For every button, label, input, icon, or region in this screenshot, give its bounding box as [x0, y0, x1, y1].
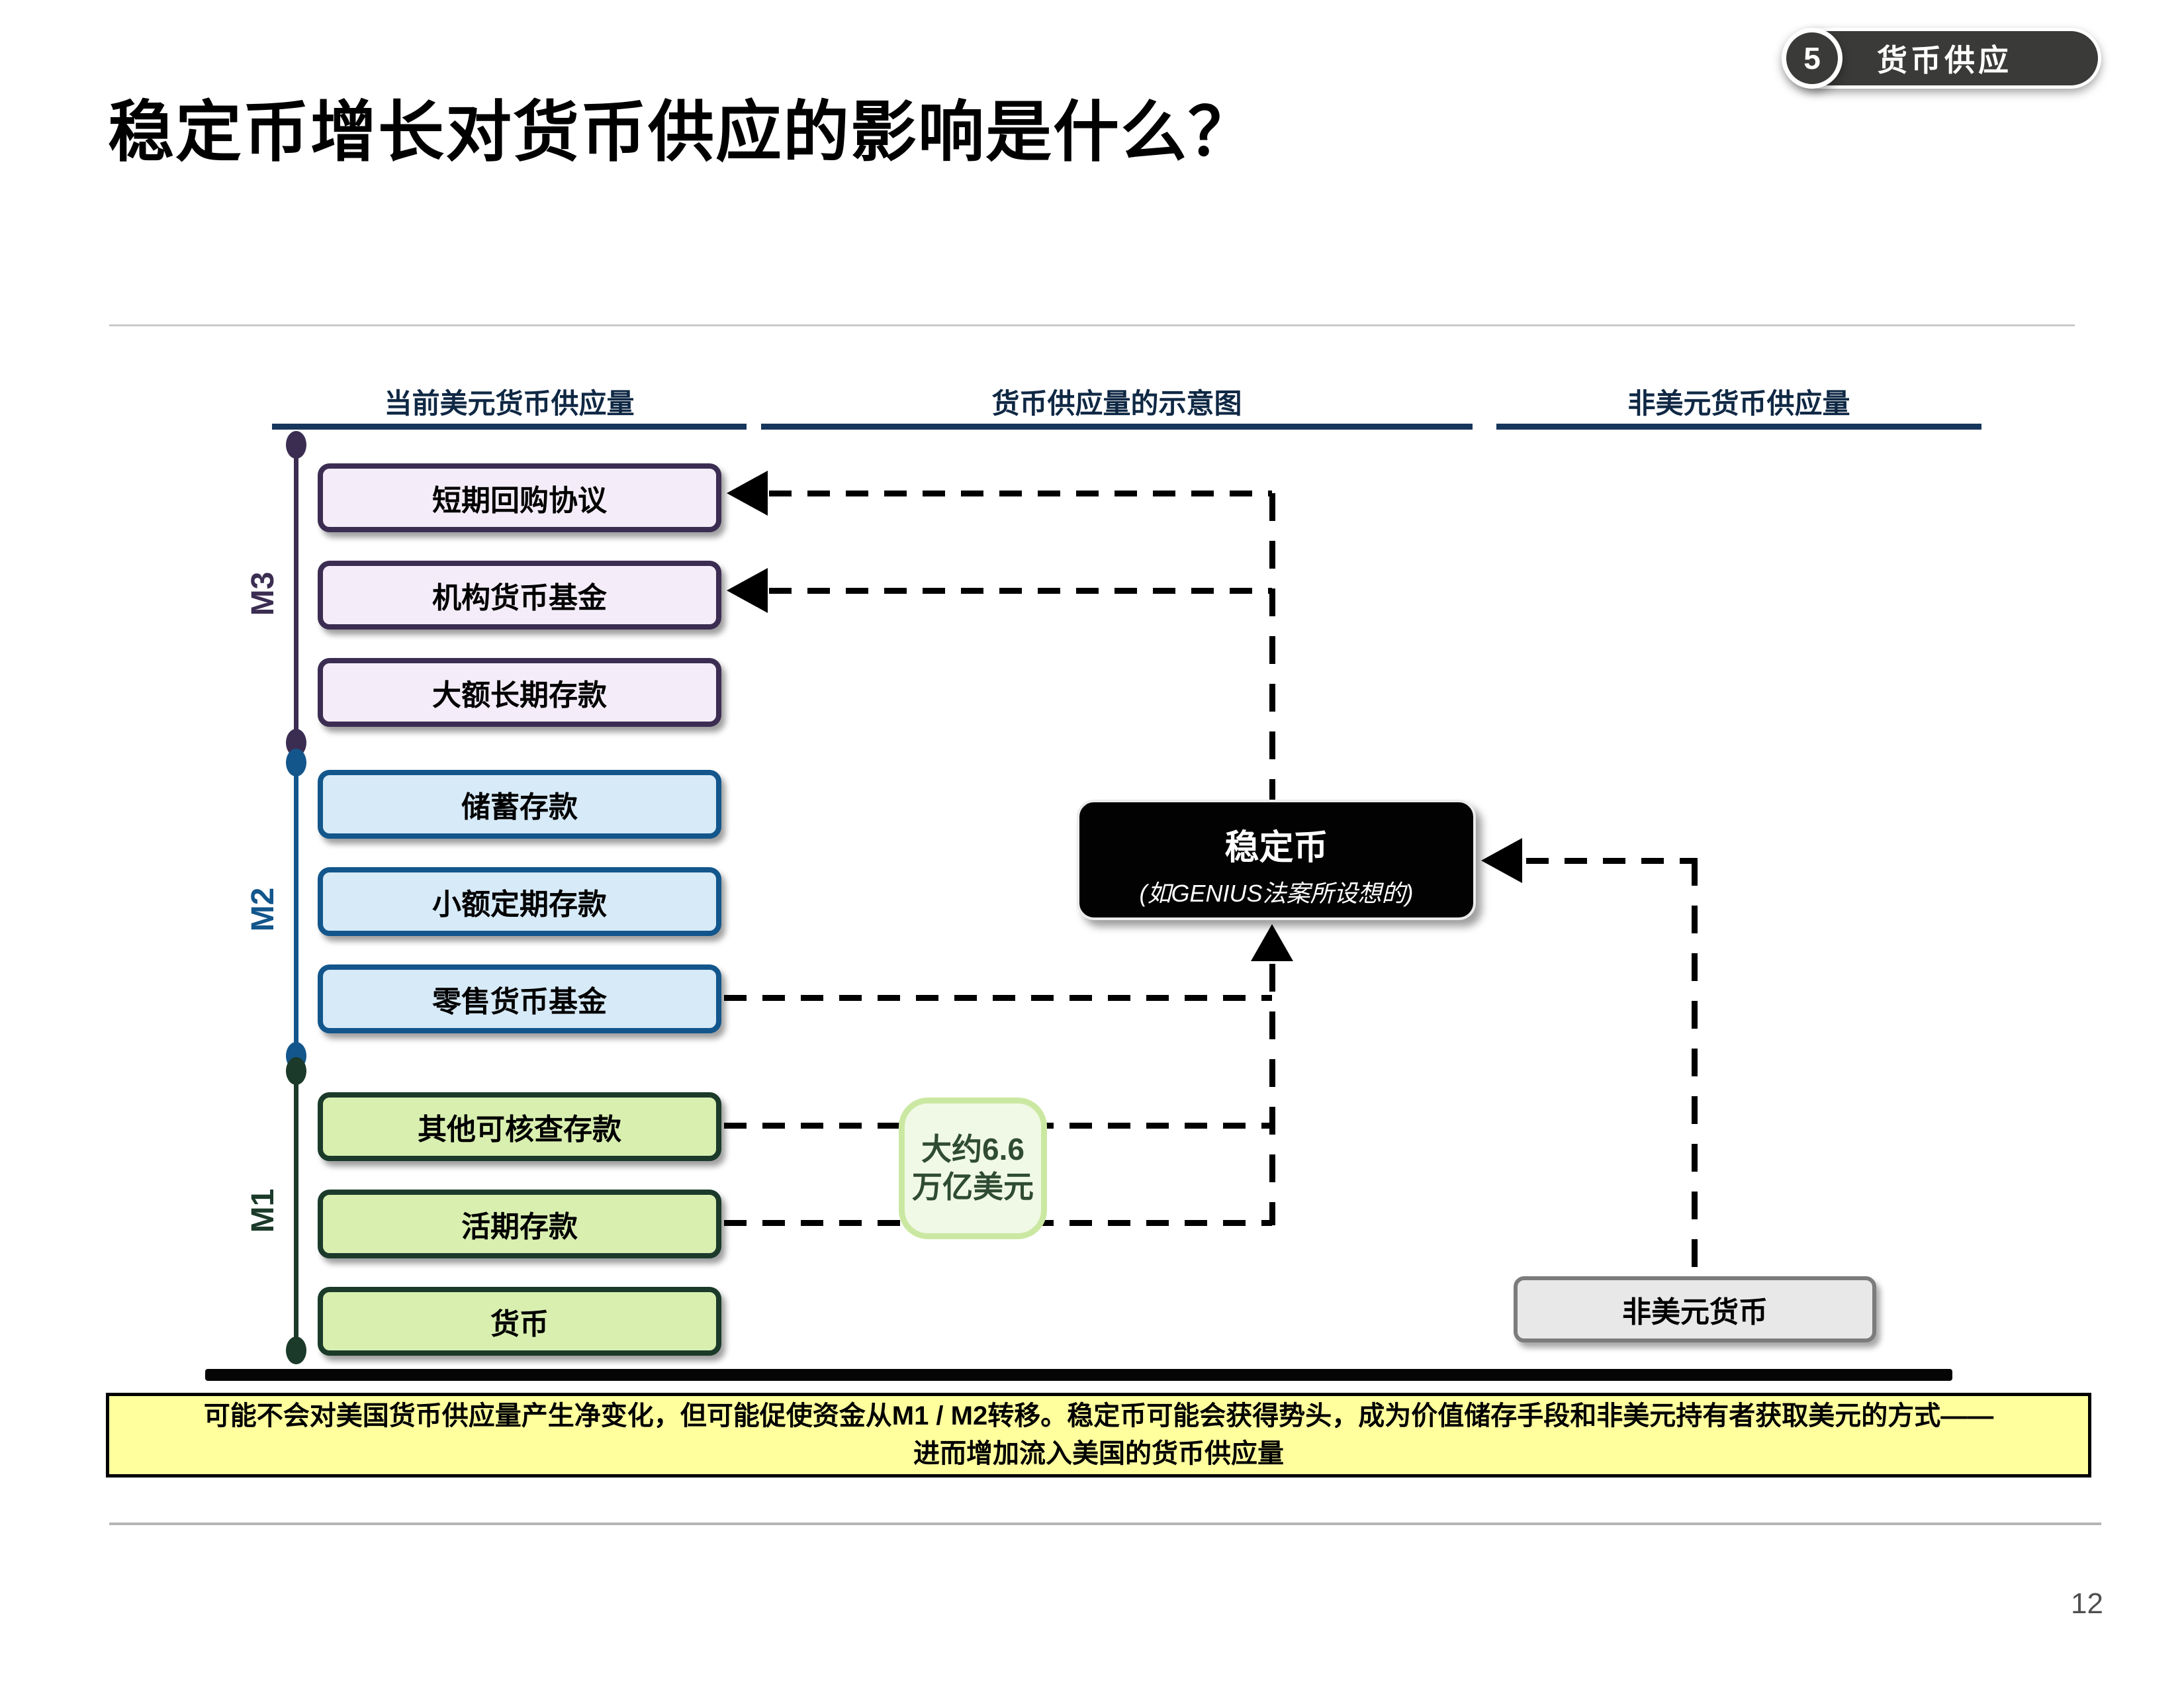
m1-bracket-dot-top: [286, 1057, 306, 1085]
bottom-divider: [109, 1523, 2101, 1525]
m3-bracket-line: [294, 445, 298, 743]
badge-label: 货币供应: [1877, 43, 2012, 77]
dashed-line-nonusd-horizontal: [1526, 858, 1694, 864]
column-header-non-usd: 非美元货币供应量: [1627, 388, 1850, 419]
arrow-left-into-stablecoin-icon: [1481, 838, 1522, 883]
box-retail-mmf: 零售货币基金: [318, 964, 721, 1033]
approx-value-line2: 万亿美元: [912, 1170, 1034, 1204]
dashed-line-repo: [769, 491, 1272, 496]
box-short-term-repo: 短期回购协议: [318, 463, 721, 532]
column-underline-right: [1496, 424, 1981, 430]
section-badge: 货币供应: [1789, 28, 2101, 89]
dashed-line-vertical-top: [1269, 493, 1275, 800]
m1-label: M1: [246, 1188, 281, 1233]
m2-bracket-dot-top: [286, 749, 306, 776]
box-currency: 货币: [318, 1287, 721, 1356]
m2-label: M2: [246, 887, 281, 932]
arrow-left-into-repo-icon: [727, 471, 768, 516]
badge-number-circle: 5: [1782, 28, 1843, 89]
dashed-line-nonusd-vertical: [1692, 858, 1698, 1276]
stablecoin-box: 稳定币 (如GENIUS法案所设想的): [1077, 800, 1476, 920]
dashed-line-inst-mmf: [769, 588, 1272, 594]
approx-value-box: 大约6.6 万亿美元: [899, 1098, 1047, 1239]
box-savings-deposits: 储蓄存款: [318, 770, 721, 839]
approx-value-line1: 大约6.6: [921, 1131, 1024, 1166]
page-number: 12: [2071, 1587, 2103, 1620]
box-other-checkable-deposits: 其他可核查存款: [318, 1092, 721, 1161]
box-large-long-term-deposits: 大额长期存款: [318, 658, 721, 727]
column-underline-left: [272, 424, 747, 430]
m1-bracket-dot-bottom: [286, 1336, 306, 1364]
dashed-line-retail-mmf: [724, 995, 1272, 1001]
column-header-schematic: 货币供应量的示意图: [991, 388, 1242, 419]
stablecoin-subtitle: (如GENIUS法案所设想的): [1139, 880, 1414, 907]
box-small-time-deposits: 小额定期存款: [318, 867, 721, 936]
m3-label: M3: [246, 571, 281, 616]
dashed-line-vertical-bottom: [1269, 964, 1275, 1225]
callout-banner: 可能不会对美国货币供应量产生净变化，但可能促使资金从M1 / M2转移。稳定币可…: [106, 1393, 2091, 1477]
arrow-left-into-inst-mmf-icon: [727, 568, 768, 613]
top-divider: [109, 324, 2075, 326]
m2-bracket-line: [294, 763, 298, 1056]
column-header-current-usd: 当前美元货币供应量: [384, 388, 635, 419]
non-usd-currency-label: 非美元货币: [1622, 1296, 1768, 1329]
badge-number: 5: [1803, 41, 1821, 75]
m1-bracket-line: [294, 1071, 298, 1350]
arrow-up-into-stablecoin-icon: [1251, 924, 1293, 961]
column-underline-middle: [761, 424, 1473, 430]
box-demand-deposits: 活期存款: [318, 1190, 721, 1258]
m3-bracket-dot-top: [286, 431, 306, 459]
callout-text: 可能不会对美国货币供应量产生净变化，但可能促使资金从M1 / M2转移。稳定币可…: [203, 1401, 1994, 1468]
non-usd-currency-box: 非美元货币: [1514, 1276, 1876, 1342]
baseline-bar: [205, 1369, 1952, 1381]
page-title: 稳定币增长对货币供应的影响是什么？: [108, 95, 1255, 169]
stablecoin-title: 稳定币: [1224, 829, 1328, 867]
box-institutional-mmf: 机构货币基金: [318, 561, 721, 630]
